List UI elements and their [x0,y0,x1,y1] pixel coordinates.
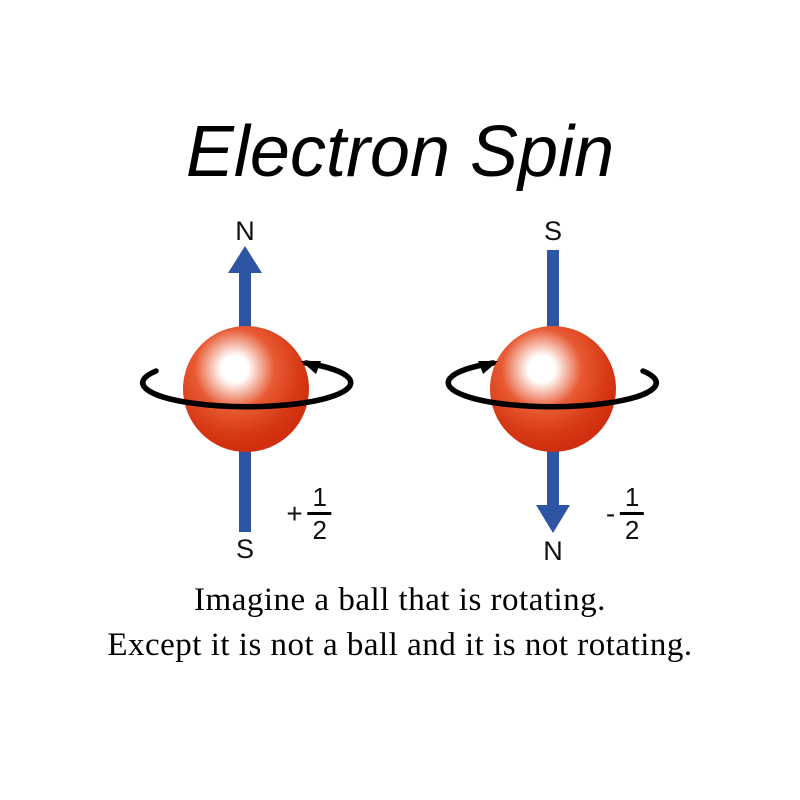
fraction-denominator: 2 [312,515,327,545]
page-title: Electron Spin [185,112,615,192]
minus-sign: - [605,497,616,529]
spin-down-electron [445,250,659,533]
fraction-one-half: 1 2 [620,484,645,545]
pole-label-north-left: N [235,216,255,246]
pole-label-north-right: N [543,536,563,566]
spin-value-plus-half: + 1 2 [286,484,332,545]
caption: Imagine a ball that is rotating. Except … [0,578,800,668]
rotation-arrowhead-icon [301,361,321,374]
spin-value-minus-half: - 1 2 [605,484,645,545]
fraction-numerator: 1 [307,484,332,515]
rotation-arrow-icon [445,360,659,410]
rotation-arrow-icon [140,360,354,410]
electron-ball [183,326,309,452]
rotation-arrowhead-icon [478,361,498,374]
caption-line-1: Imagine a ball that is rotating. [194,582,606,618]
caption-line-2: Except it is not a ball and it is not ro… [107,627,693,663]
pole-label-south-left: S [235,534,255,564]
electron-ball [490,326,616,452]
fraction-denominator: 2 [624,515,640,545]
pole-label-south-right: S [543,216,563,246]
fraction-numerator: 1 [620,484,645,515]
plus-sign: + [286,497,303,529]
fraction-one-half: 1 2 [307,484,332,545]
spin-up-electron [140,246,354,532]
